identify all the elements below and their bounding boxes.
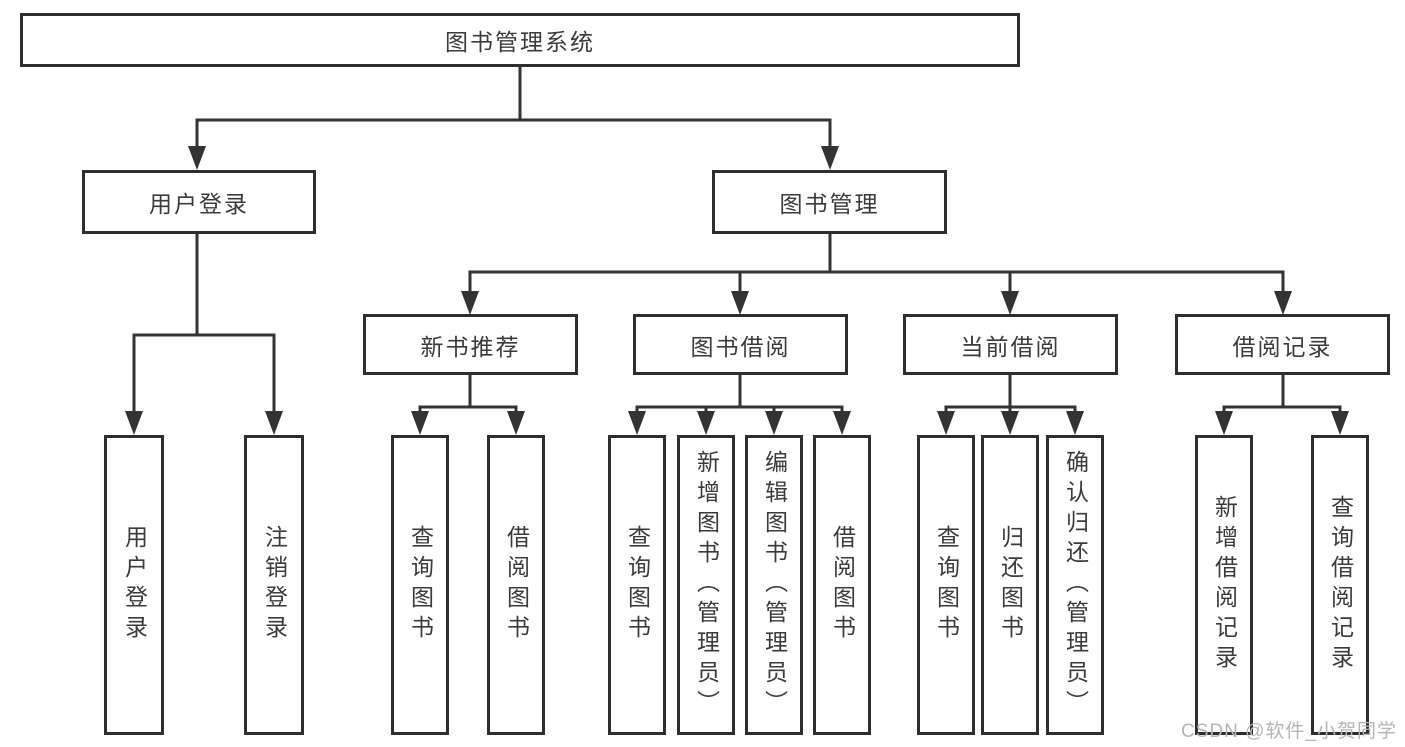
- node-book-management: 图书管理: [712, 170, 947, 234]
- leaf-borrow-books-newbooks: 借阅图书: [487, 435, 545, 735]
- arrowhead-icon: [937, 411, 955, 435]
- arrowhead-icon: [188, 146, 206, 170]
- arrowhead-icon: [1215, 411, 1233, 435]
- node-user-login: 用户登录: [82, 170, 316, 234]
- leaf-query-books-borrowing: 查询图书: [608, 435, 666, 735]
- leaf-confirm-return-admin-label: 确认归还（管理员）: [1062, 450, 1089, 720]
- leaf-query-books-borrowing-label: 查询图书: [624, 525, 651, 645]
- leaf-confirm-return-admin: 确认归还（管理员）: [1046, 435, 1104, 735]
- leaf-add-borrow-record: 新增借阅记录: [1195, 435, 1253, 735]
- leaf-add-books-admin-label: 新增图书（管理员）: [693, 450, 720, 720]
- node-current-borrowing-label: 当前借阅: [960, 333, 1061, 360]
- leaf-logout: 注销登录: [244, 435, 304, 735]
- arrowhead-icon: [628, 411, 646, 435]
- leaf-return-books-label: 归还图书: [997, 525, 1024, 645]
- leaf-borrow-books-borrowing-label: 借阅图书: [829, 525, 856, 645]
- leaf-query-books-newbooks-label: 查询图书: [407, 525, 434, 645]
- node-book-management-label: 图书管理: [779, 191, 880, 217]
- leaf-logout-label: 注销登录: [261, 525, 288, 645]
- arrowhead-icon: [1331, 411, 1349, 435]
- leaf-return-books: 归还图书: [981, 435, 1039, 735]
- arrowhead-icon: [411, 411, 429, 435]
- leaf-query-books-current-label: 查询图书: [933, 525, 960, 645]
- node-current-borrowing: 当前借阅: [903, 314, 1118, 375]
- arrowhead-icon: [1001, 291, 1019, 315]
- arrowhead-icon: [125, 411, 143, 435]
- leaf-user-login-label: 用户登录: [121, 525, 148, 645]
- leaf-borrow-books-borrowing: 借阅图书: [813, 435, 871, 735]
- connector-book-management-branch: [468, 234, 1285, 295]
- leaf-edit-books-admin: 编辑图书（管理员）: [745, 435, 803, 735]
- arrowhead-icon: [1066, 411, 1084, 435]
- node-root: 图书管理系统: [20, 13, 1020, 67]
- arrowheads: [125, 146, 1349, 435]
- leaf-user-login: 用户登录: [104, 435, 164, 735]
- leaf-borrow-books-newbooks-label: 借阅图书: [503, 525, 530, 645]
- connector-user-login-branch: [132, 234, 276, 415]
- arrowhead-icon: [1274, 291, 1292, 315]
- leaf-add-books-admin: 新增图书（管理员）: [677, 435, 735, 735]
- connector-current-borrowing-branch: [944, 375, 1077, 415]
- node-book-borrowing: 图书借阅: [633, 314, 848, 375]
- leaf-query-borrow-record-label: 查询借阅记录: [1327, 495, 1354, 675]
- connector-root-to-level2: [195, 67, 832, 150]
- leaf-query-borrow-record: 查询借阅记录: [1311, 435, 1369, 735]
- arrowhead-icon: [507, 411, 525, 435]
- node-borrowing-records-label: 借阅记录: [1232, 333, 1333, 360]
- leaf-query-books-current: 查询图书: [917, 435, 975, 735]
- node-root-label: 图书管理系统: [445, 29, 595, 55]
- node-new-books-label: 新书推荐: [420, 333, 521, 360]
- arrowhead-icon: [731, 291, 749, 315]
- arrowhead-icon: [265, 411, 283, 435]
- arrowhead-icon: [1001, 411, 1019, 435]
- arrowhead-icon: [765, 411, 783, 435]
- connector-book-borrowing-branch: [635, 375, 844, 415]
- watermark-text: CSDN @软件_小贺同学: [1181, 721, 1397, 742]
- node-new-books: 新书推荐: [363, 314, 578, 375]
- leaf-query-books-newbooks: 查询图书: [391, 435, 449, 735]
- leaf-edit-books-admin-label: 编辑图书（管理员）: [761, 450, 788, 720]
- arrowhead-icon: [833, 411, 851, 435]
- connector-new-books-branch: [418, 375, 518, 415]
- node-borrowing-records: 借阅记录: [1175, 314, 1390, 375]
- leaf-add-borrow-record-label: 新增借阅记录: [1211, 495, 1238, 675]
- arrowhead-icon: [697, 411, 715, 435]
- node-book-borrowing-label: 图书借阅: [690, 333, 791, 360]
- connector-segments: [132, 67, 1342, 415]
- connector-borrowing-records-branch: [1222, 375, 1342, 415]
- arrowhead-icon: [821, 146, 839, 170]
- arrowhead-icon: [461, 291, 479, 315]
- node-user-login-label: 用户登录: [149, 191, 249, 217]
